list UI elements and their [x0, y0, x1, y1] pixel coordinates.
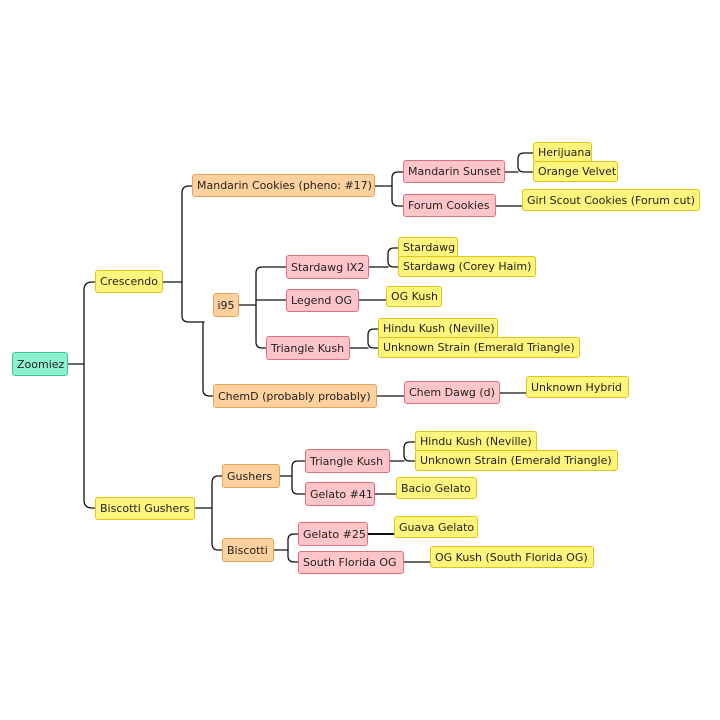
node-label: Hindu Kush (Neville)	[383, 322, 495, 335]
node-chemd[interactable]: ChemD (probably probably)	[213, 384, 377, 408]
node-triangle-kush[interactable]: Triangle Kush	[266, 336, 350, 360]
node-unknown-hybrid[interactable]: Unknown Hybrid	[526, 376, 629, 398]
node-label: Gushers	[227, 469, 273, 483]
node-stardawg-ix2[interactable]: Stardawg IX2	[286, 255, 369, 279]
node-label: Triangle Kush	[271, 341, 345, 355]
link-crescendo	[162, 185, 214, 397]
node-label: Stardawg (Corey Haim)	[403, 260, 532, 273]
node-label: Unknown Strain (Emerald Triangle)	[420, 454, 612, 467]
link-biscotti	[273, 533, 299, 563]
node-stardawg-corey-haim[interactable]: Stardawg (Corey Haim)	[398, 256, 536, 277]
node-zoomiez[interactable]: Zoomiez	[12, 352, 68, 376]
node-label: Bacio Gelato	[401, 481, 471, 495]
link-triangle-kush-2	[389, 441, 416, 462]
node-biscotti-gushers[interactable]: Biscotti Gushers	[95, 497, 195, 520]
link-mandarin-sunset	[504, 152, 534, 173]
node-mandarin-cookies[interactable]: Mandarin Cookies (pheno: #17)	[192, 174, 375, 197]
node-crescendo[interactable]: Crescendo	[95, 270, 163, 293]
node-og-kush-south-florida-og[interactable]: OG Kush (South Florida OG)	[430, 546, 594, 568]
node-label: Chem Dawg (d)	[409, 386, 495, 399]
link-triangle-kush-1	[349, 328, 379, 349]
node-label: Legend OG	[291, 294, 353, 307]
node-orange-velvet[interactable]: Orange Velvet	[533, 161, 618, 182]
node-label: OG Kush (South Florida OG)	[435, 550, 588, 564]
node-label: Gelato #25	[303, 527, 366, 541]
node-forum-cookies[interactable]: Forum Cookies	[403, 194, 496, 217]
node-label: Guava Gelato	[399, 520, 475, 534]
node-label: Girl Scout Cookies (Forum cut)	[527, 193, 696, 207]
node-label: Stardawg IX2	[291, 260, 365, 274]
node-label: Gelato #41	[310, 487, 373, 501]
node-hindu-kush-2[interactable]: Hindu Kush (Neville)	[415, 431, 537, 452]
node-gelato-25[interactable]: Gelato #25	[298, 522, 368, 546]
node-unknown-strain-emerald-triangle-2[interactable]: Unknown Strain (Emerald Triangle)	[415, 450, 618, 471]
link-stardawg-ix2	[368, 247, 399, 268]
node-herijuana[interactable]: Herijuana	[533, 142, 592, 163]
node-label: South Florida OG	[303, 556, 397, 569]
link-gushers	[279, 460, 306, 495]
node-south-florida-og[interactable]: South Florida OG	[298, 551, 404, 574]
node-bacio-gelato[interactable]: Bacio Gelato	[396, 477, 477, 499]
node-label: ChemD (probably probably)	[218, 389, 371, 403]
node-guava-gelato[interactable]: Guava Gelato	[394, 516, 478, 538]
node-label: Mandarin Sunset	[408, 165, 501, 178]
node-triangle-kush-2[interactable]: Triangle Kush	[305, 449, 390, 473]
node-chem-dawg[interactable]: Chem Dawg (d)	[404, 381, 500, 404]
node-label: Zoomiez	[17, 357, 65, 371]
node-og-kush[interactable]: OG Kush	[386, 286, 442, 307]
node-gelato-41[interactable]: Gelato #41	[305, 482, 375, 506]
node-label: Crescendo	[100, 275, 158, 288]
node-label: i95	[217, 298, 235, 312]
node-i95[interactable]: i95	[213, 293, 239, 317]
link-biscotti-gushers	[194, 475, 223, 551]
node-stardawg[interactable]: Stardawg	[398, 237, 458, 258]
node-hindu-kush[interactable]: Hindu Kush (Neville)	[378, 318, 498, 339]
node-gushers[interactable]: Gushers	[222, 464, 280, 488]
link-mandarin-cookies	[374, 171, 404, 207]
link-zoomiez	[67, 281, 97, 509]
node-label: Biscotti	[227, 543, 268, 557]
node-label: Triangle Kush	[310, 454, 384, 468]
node-mandarin-sunset[interactable]: Mandarin Sunset	[403, 160, 505, 183]
node-label: Forum Cookies	[408, 199, 490, 212]
node-label: OG Kush	[391, 290, 439, 303]
node-legend-og[interactable]: Legend OG	[286, 289, 359, 312]
node-label: Herijuana	[538, 146, 592, 159]
node-biscotti[interactable]: Biscotti	[222, 538, 274, 562]
node-label: Unknown Strain (Emerald Triangle)	[383, 341, 575, 354]
node-label: Biscotti Gushers	[100, 502, 190, 515]
node-girl-scout-cookies[interactable]: Girl Scout Cookies (Forum cut)	[522, 189, 700, 211]
node-unknown-strain-emerald-triangle[interactable]: Unknown Strain (Emerald Triangle)	[378, 337, 580, 358]
node-label: Stardawg	[403, 241, 456, 254]
node-label: Hindu Kush (Neville)	[420, 435, 532, 448]
link-i95	[238, 266, 287, 349]
node-label: Unknown Hybrid	[531, 380, 622, 394]
node-label: Orange Velvet	[538, 165, 617, 178]
node-label: Mandarin Cookies (pheno: #17)	[197, 179, 372, 192]
